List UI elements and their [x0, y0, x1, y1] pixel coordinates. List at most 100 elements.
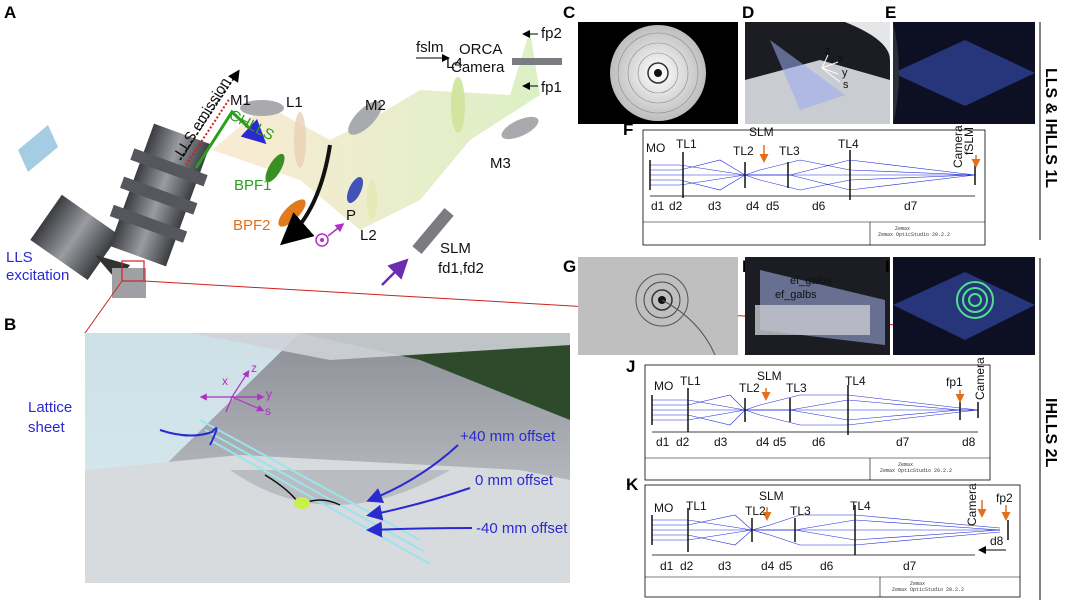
k-tl3: TL3 [790, 504, 811, 518]
b-axis-z: z [251, 361, 257, 375]
b-axis-x: x [222, 374, 228, 388]
j-tl4: TL4 [845, 374, 866, 388]
j-d3: d3 [714, 435, 728, 449]
j-tl2: TL2 [739, 381, 760, 395]
f-tl2: TL2 [733, 144, 754, 158]
offset-minus-arrow [366, 521, 473, 538]
side-label-bottom-group: IHLLS 2L [1039, 258, 1059, 600]
h-label-2: ef_galbs [775, 289, 817, 301]
k-d5: d5 [779, 559, 793, 573]
f-tl1: TL1 [676, 137, 697, 151]
offset-zero-label: 0 mm offset [475, 472, 554, 489]
f-tl3: TL3 [779, 144, 800, 158]
f-d3: d3 [708, 199, 722, 213]
k-zemax-1: Zemax [910, 581, 925, 587]
fslm-label: fslm [416, 39, 444, 56]
d-axis-y: y [842, 67, 848, 79]
m3-label: M3 [490, 155, 511, 172]
k-zemax-2: Zemax OpticStudio 20.2.2 [892, 587, 964, 593]
k-fp2: fp2 [996, 491, 1013, 505]
beam-path [212, 30, 540, 230]
j-distance-labels: d1 d2 d3 d4 d5 d6 d7 d8 [656, 435, 976, 449]
zoom-line-left [84, 280, 123, 334]
l2-label: L2 [360, 227, 377, 244]
polarization-symbol [315, 233, 329, 247]
sheet-minus [209, 439, 431, 565]
k-d7: d7 [903, 559, 917, 573]
j-camera: Camera [973, 357, 987, 400]
k-camera: Camera [965, 483, 979, 526]
zoom-box [121, 260, 145, 282]
sample-dish [230, 470, 450, 505]
b-axis-s: s [265, 404, 271, 418]
d-axis-z: z [825, 45, 831, 57]
panel-letter-f: F [623, 120, 633, 139]
f-slm: SLM [749, 125, 774, 139]
p-label: P [346, 207, 356, 224]
lattice-label-1: Lattice [28, 399, 72, 416]
l4-label: L4 [446, 55, 463, 72]
f-tl4: TL4 [838, 137, 859, 151]
panel-letter-i: I [885, 257, 890, 276]
f-d7: d7 [904, 199, 918, 213]
m2-mirror [348, 101, 382, 135]
panel-g: G [563, 257, 738, 356]
f-mo: MO [646, 141, 665, 155]
j-tl1: TL1 [680, 374, 701, 388]
filter-switch-arrow [280, 144, 332, 246]
slm-focal-label: fd1,fd2 [438, 260, 484, 277]
k-tl1: TL1 [686, 499, 707, 513]
panel-letter-g: G [563, 257, 576, 276]
offset-minus-label: -40 mm offset [476, 520, 568, 537]
k-d1: d1 [660, 559, 674, 573]
d-axis-x: x [838, 53, 844, 65]
panel-j: J MO TL1 SLM TL2 TL3 TL4 fp1 Camera [626, 357, 991, 481]
panel-letter-c: C [563, 3, 575, 22]
panel-letter-a: A [4, 3, 16, 22]
panel-letter-b: B [4, 315, 16, 334]
chlls-arrow [194, 109, 267, 169]
f-fslm: fSLM [962, 127, 976, 155]
k-d4: d4 [761, 559, 775, 573]
offset-plus-label: +40 mm offset [460, 428, 556, 445]
panel-b-axes [199, 369, 265, 413]
panel-e: E [885, 3, 1035, 124]
d-axis-s: s [843, 79, 849, 91]
f-zemax-1: Zemax [895, 226, 910, 232]
j-slm: SLM [757, 369, 782, 383]
k-slm: SLM [759, 489, 784, 503]
panel-letter-d: D [742, 3, 754, 22]
lls-excitation-label-1: LLS [6, 249, 33, 266]
k-d3: d3 [718, 559, 732, 573]
slm-label: SLM [440, 240, 471, 257]
j-fp1: fp1 [946, 375, 963, 389]
k-lenses [651, 505, 1009, 555]
j-d4: d4 [756, 435, 770, 449]
j-d6: d6 [812, 435, 826, 449]
k-d6: d6 [820, 559, 834, 573]
cell-body [294, 497, 310, 509]
bpf2-filter [278, 199, 306, 227]
panel-letter-j: J [626, 357, 635, 376]
slm-arrow [381, 258, 409, 286]
j-zemax-2: Zemax OpticStudio 20.2.2 [880, 468, 952, 474]
j-lenses [651, 385, 979, 435]
side-label-top: LLS & IHLLS 1L [1042, 68, 1059, 188]
f-d1: d1 [651, 199, 665, 213]
detection-objective [109, 123, 211, 267]
f-lenses [649, 150, 976, 200]
k-d2: d2 [680, 559, 694, 573]
l1-label: L1 [286, 94, 303, 111]
l1-lens [294, 112, 306, 168]
panel-d: D z x y s [742, 3, 890, 124]
k-tl2: TL2 [745, 504, 766, 518]
polarizer [346, 177, 364, 203]
coverslip-base [85, 455, 570, 583]
fp1-label: fp1 [541, 79, 562, 96]
panel-b: B z x y s Lattice sheet +40 mm offset 0 … [4, 315, 570, 583]
h-label-1: ef_galbs [790, 275, 832, 287]
offset-plus-arrow [366, 444, 459, 503]
j-mo: MO [654, 379, 673, 393]
emission-arrow [179, 69, 240, 161]
